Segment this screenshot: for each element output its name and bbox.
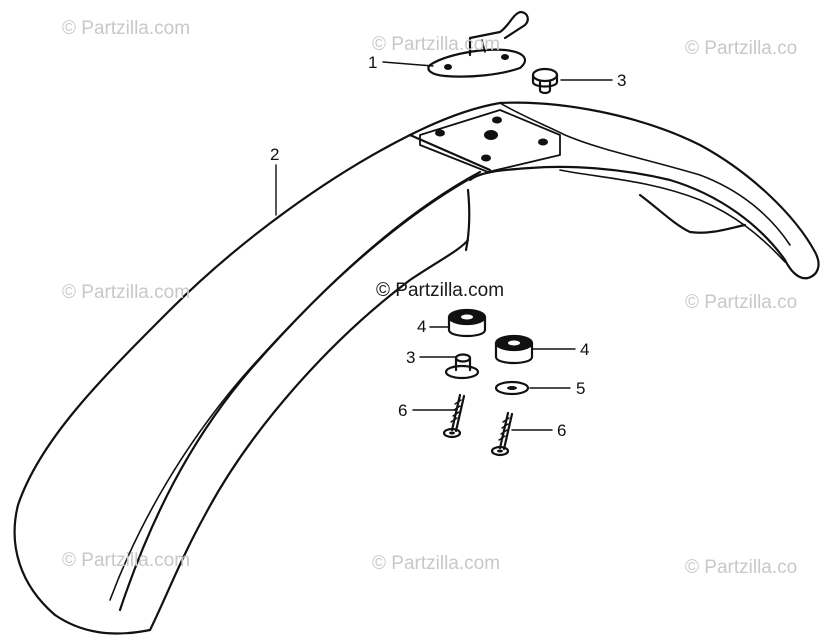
callout-4-left: 4 [417,317,427,336]
watermark: © Partzilla.com [62,282,191,303]
watermark: © Partzilla.co [685,292,798,313]
callout-5: 5 [576,379,586,398]
watermark: © Partzilla.com [62,18,191,39]
bolt-part-right [490,411,514,457]
rubber-part-left [447,308,487,338]
collar-part-left [444,353,480,380]
watermark: © Partzilla.co [685,557,798,578]
watermark: © Partzilla.com [372,34,501,55]
callout-3-left: 3 [406,348,416,367]
front-fender [13,101,820,635]
bolt-part-left [442,393,466,439]
watermark: © Partzilla.com [372,553,501,574]
callout-6-left: 6 [398,401,408,420]
callout-4-right: 4 [580,340,590,359]
washer-part [494,380,530,396]
watermark: © Partzilla.co [685,38,798,59]
fender-mounting-holes [435,116,548,162]
bracket-part [427,10,529,78]
callout-1: 1 [368,53,378,72]
callout-2: 2 [270,145,280,164]
callout-3-top: 3 [617,71,627,90]
watermark: © Partzilla.com [62,550,191,571]
rubber-part-right [494,334,534,365]
watermark-strong: © Partzilla.com [376,280,505,301]
leader-1 [382,61,434,67]
leader-lines [275,61,613,431]
callout-6-right: 6 [557,421,567,440]
collar-part-top [531,67,559,95]
